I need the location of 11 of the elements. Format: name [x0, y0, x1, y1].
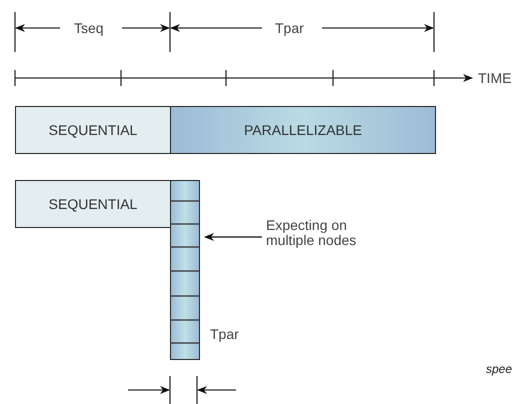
callout-text: Expecting on multiple nodes: [266, 218, 396, 248]
arrow: [204, 233, 262, 241]
sequential-bar: SEQUENTIAL: [15, 180, 171, 228]
axis-label: TIME: [478, 70, 512, 86]
dimension-label: Tseq: [74, 20, 104, 36]
dimension-label: Tpar: [210, 326, 239, 342]
sequential-bar: SEQUENTIAL: [15, 106, 171, 154]
dimension-label: Tpar: [275, 20, 304, 36]
parallel-column: [170, 180, 200, 360]
caption-text: spee: [486, 361, 512, 377]
parallel-bar: PARALLELIZABLE: [170, 106, 436, 154]
